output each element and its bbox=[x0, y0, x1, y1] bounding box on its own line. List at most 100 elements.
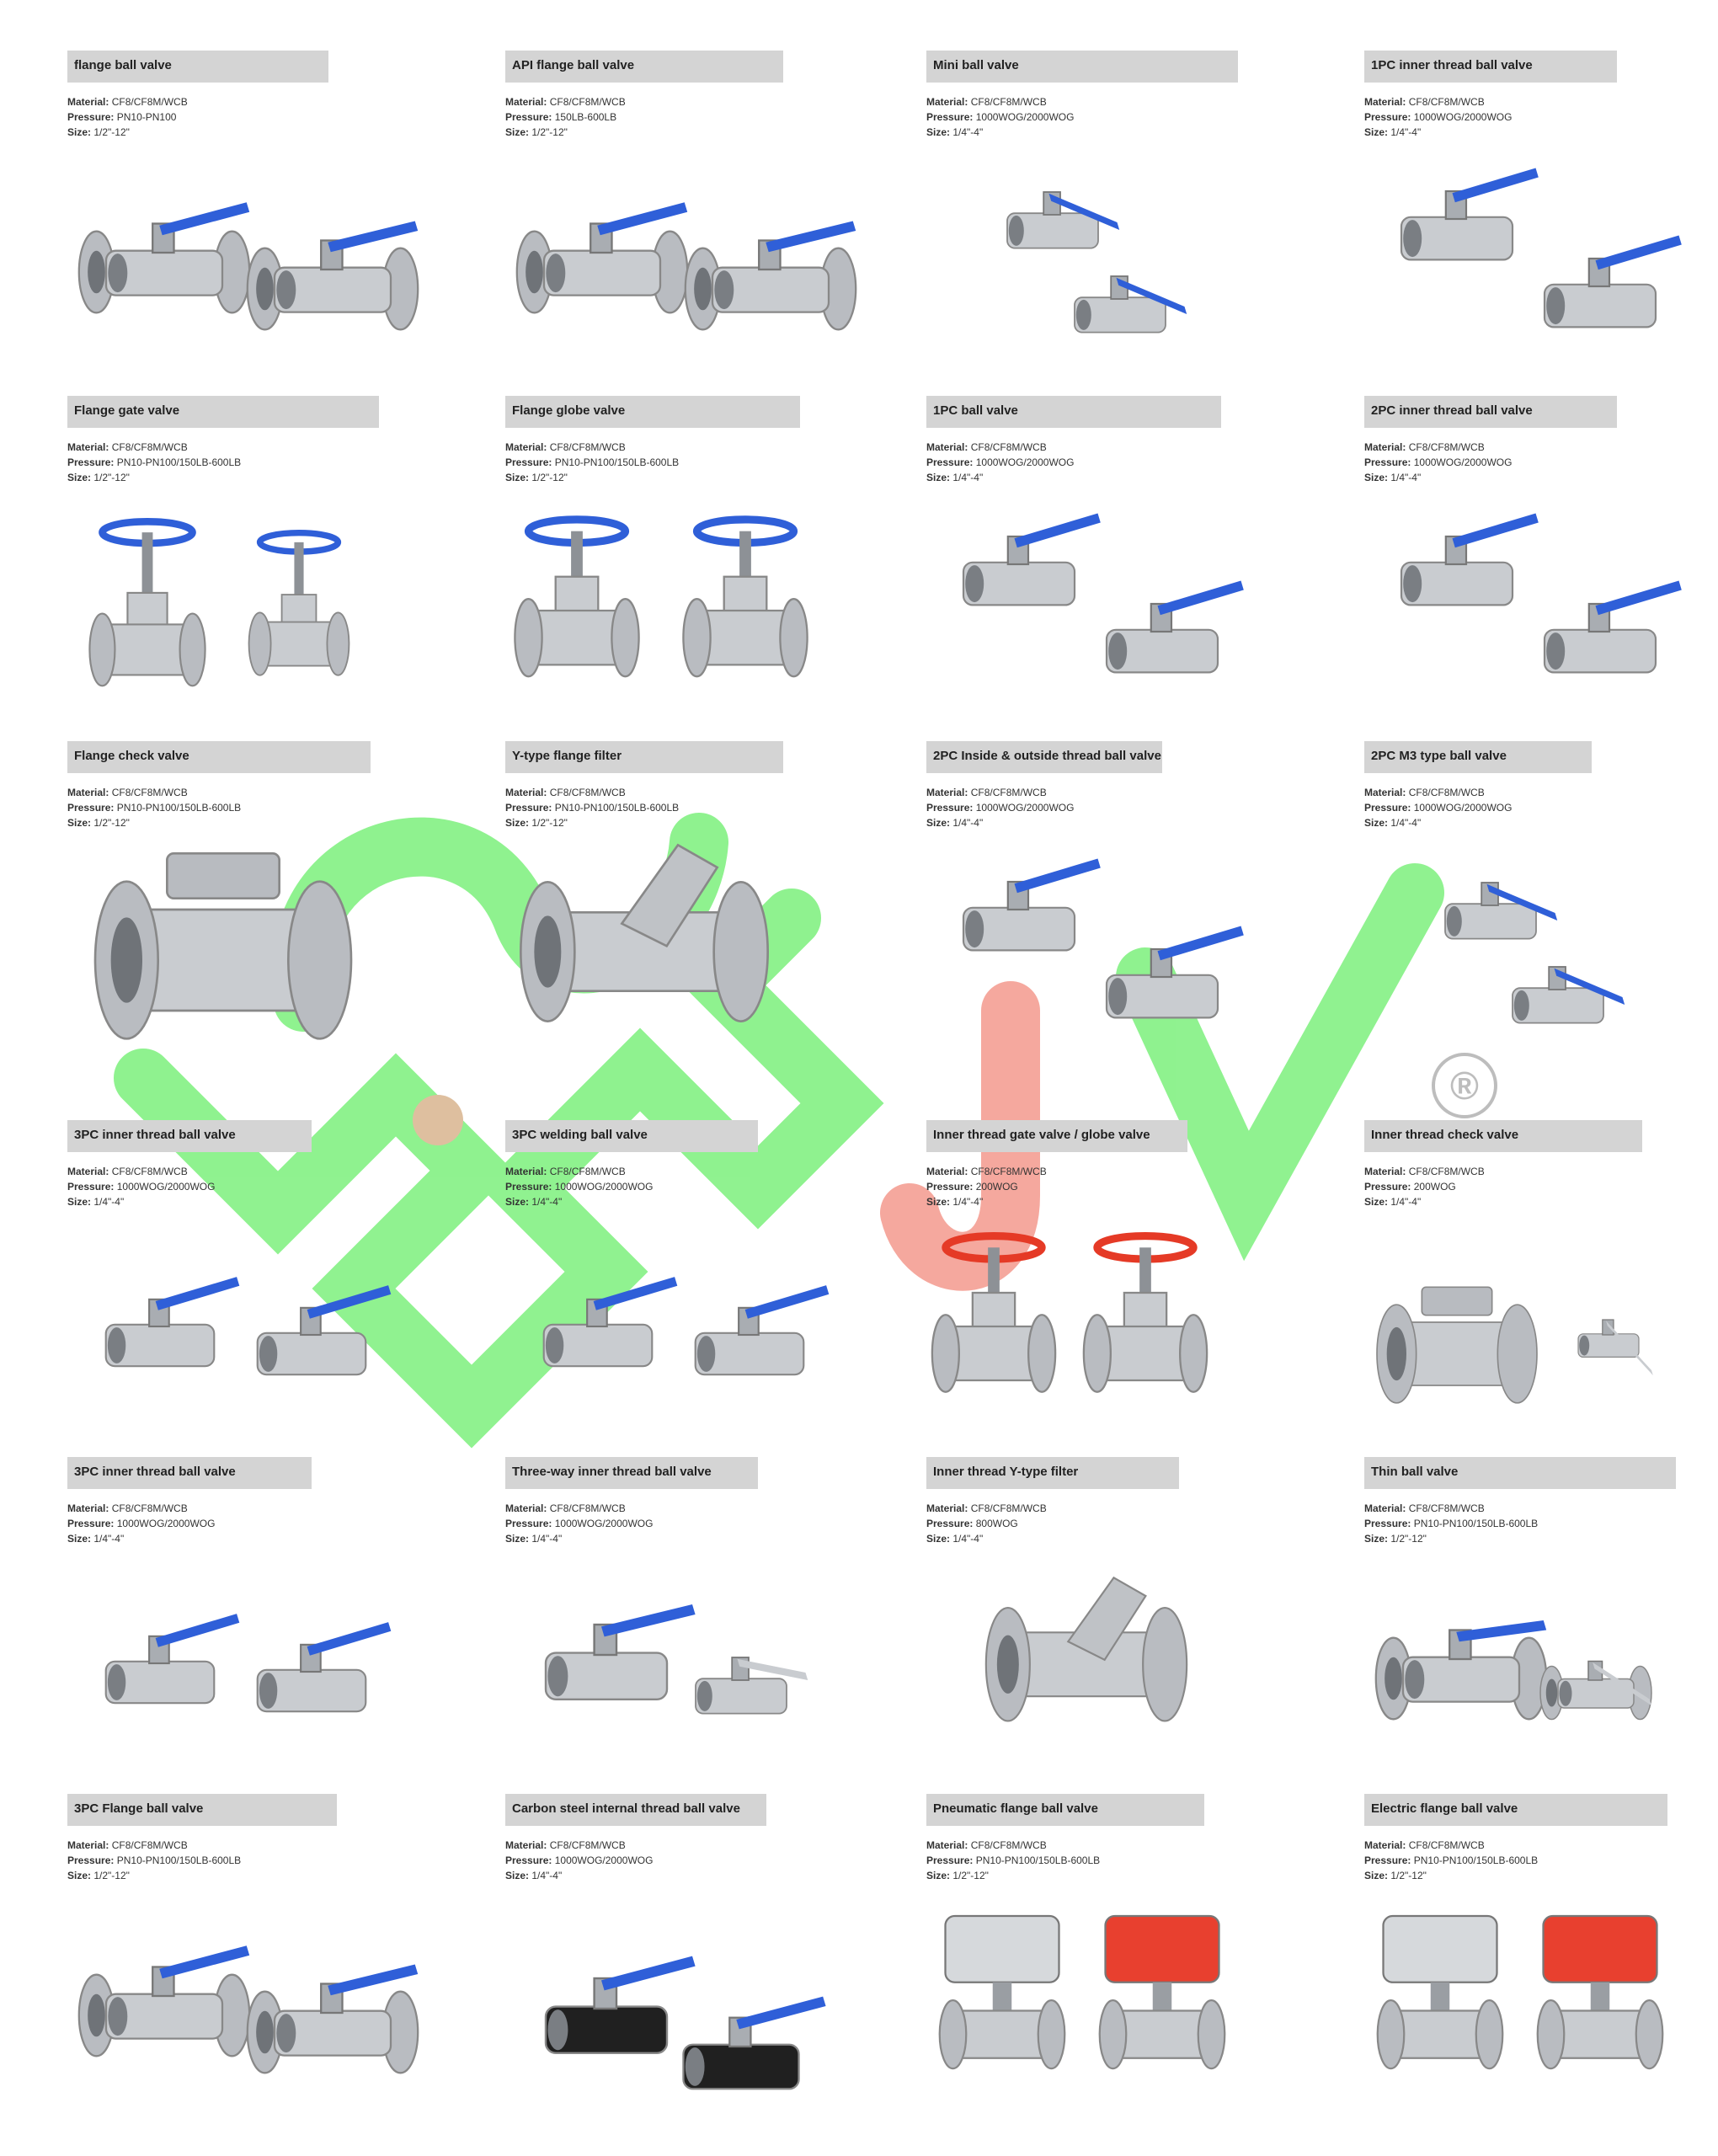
product-title-bar: 2PC inner thread ball valve bbox=[1364, 396, 1617, 428]
product-photo bbox=[505, 488, 910, 733]
product-title-bar: Inner thread Y-type filter bbox=[926, 1457, 1179, 1489]
product-photo bbox=[1364, 1550, 1718, 1794]
spec-pressure-label: Pressure: bbox=[67, 1181, 115, 1193]
spec-material-value: CF8/CF8M/WCB bbox=[549, 787, 626, 798]
globe-valve-icon bbox=[505, 514, 648, 707]
product-title-bar: Flange check valve bbox=[67, 741, 371, 773]
product-title: 3PC welding ball valve bbox=[512, 1128, 648, 1142]
product-title-bar: Inner thread gate valve / globe valve bbox=[926, 1120, 1187, 1152]
spec-material-value: CF8/CF8M/WCB bbox=[970, 1166, 1047, 1177]
carbon-steel-ball-valve-icon bbox=[505, 1937, 707, 2080]
spec-material-label: Material: bbox=[67, 1839, 109, 1851]
pneumatic-actuator-valve-icon bbox=[926, 1886, 1078, 2097]
spec-pressure: Pressure: 1000WOG/2000WOG bbox=[505, 1853, 653, 1868]
spec-material-value: CF8/CF8M/WCB bbox=[970, 1839, 1047, 1851]
spec-size-label: Size: bbox=[505, 1870, 530, 1881]
spec-material-value: CF8/CF8M/WCB bbox=[970, 1502, 1047, 1514]
spec-pressure: Pressure: PN10-PN100/150LB-600LB bbox=[67, 800, 241, 815]
mini-ball-valve-icon bbox=[1482, 935, 1634, 1044]
spec-material: Material: CF8/CF8M/WCB bbox=[1364, 1164, 1485, 1179]
spec-material-value: CF8/CF8M/WCB bbox=[549, 1839, 626, 1851]
product-title-bar: Flange gate valve bbox=[67, 396, 379, 428]
spec-material-label: Material: bbox=[1364, 787, 1406, 798]
spec-size-label: Size: bbox=[67, 472, 92, 483]
spec-size: Size: 1/4"-4" bbox=[926, 125, 1074, 140]
spec-material-label: Material: bbox=[926, 1502, 968, 1514]
spec-pressure-label: Pressure: bbox=[1364, 1181, 1411, 1193]
spec-pressure-label: Pressure: bbox=[67, 1518, 115, 1529]
spec-material-value: CF8/CF8M/WCB bbox=[549, 96, 626, 108]
spec-material-value: CF8/CF8M/WCB bbox=[1408, 1166, 1485, 1177]
spec-material-value: CF8/CF8M/WCB bbox=[1408, 96, 1485, 108]
spec-material-label: Material: bbox=[67, 441, 109, 453]
product-title: Inner thread gate valve / globe valve bbox=[933, 1128, 1150, 1142]
spec-material: Material: CF8/CF8M/WCB bbox=[67, 1501, 215, 1516]
spec-material: Material: CF8/CF8M/WCB bbox=[67, 440, 241, 455]
product-title-bar: Thin ball valve bbox=[1364, 1457, 1676, 1489]
spec-pressure: Pressure: PN10-PN100/150LB-600LB bbox=[926, 1853, 1100, 1868]
spec-material-label: Material: bbox=[1364, 1839, 1406, 1851]
spec-size-value: 1/2"-12" bbox=[952, 1870, 989, 1881]
product-title: 2PC M3 type ball valve bbox=[1371, 749, 1507, 763]
spec-size-value: 1/4"-4" bbox=[531, 1870, 563, 1881]
product-title-bar: 1PC inner thread ball valve bbox=[1364, 51, 1617, 83]
spec-size-label: Size: bbox=[1364, 1533, 1389, 1545]
spec-material-label: Material: bbox=[926, 441, 968, 453]
carbon-steel-ball-valve-icon bbox=[640, 1979, 842, 2114]
spec-material: Material: CF8/CF8M/WCB bbox=[1364, 1501, 1538, 1516]
spec-material: Material: CF8/CF8M/WCB bbox=[926, 440, 1074, 455]
spec-material-value: CF8/CF8M/WCB bbox=[970, 96, 1047, 108]
spec-size: Size: 1/4"-4" bbox=[926, 1531, 1047, 1546]
spec-size: Size: 1/2"-12" bbox=[1364, 1531, 1538, 1546]
spec-size-label: Size: bbox=[926, 126, 951, 138]
product-photo bbox=[505, 1213, 910, 1457]
spec-pressure-value: 1000WOG/2000WOG bbox=[554, 1518, 654, 1529]
spec-pressure: Pressure: PN10-PN100/150LB-600LB bbox=[1364, 1853, 1538, 1868]
spec-pressure-value: 1000WOG/2000WOG bbox=[1413, 456, 1513, 468]
check-valve-icon bbox=[84, 842, 362, 1044]
spec-size-value: 1/2"-12" bbox=[93, 126, 130, 138]
thread-ball-valve-icon bbox=[926, 842, 1112, 977]
product-title-bar: Inner thread check valve bbox=[1364, 1120, 1642, 1152]
spec-material: Material: CF8/CF8M/WCB bbox=[926, 1838, 1100, 1853]
spec-material: Material: CF8/CF8M/WCB bbox=[1364, 785, 1512, 800]
spec-size-value: 1/4"-4" bbox=[1390, 472, 1422, 483]
spec-material-value: CF8/CF8M/WCB bbox=[549, 441, 626, 453]
spec-material-label: Material: bbox=[67, 1166, 109, 1177]
spec-size: Size: 1/4"-4" bbox=[1364, 815, 1512, 830]
spec-size: Size: 1/2"-12" bbox=[926, 1868, 1100, 1883]
spec-pressure-value: 200WOG bbox=[975, 1181, 1018, 1193]
product-photo bbox=[505, 143, 910, 387]
spec-pressure-label: Pressure: bbox=[67, 1854, 115, 1866]
pneumatic-actuator-valve-icon bbox=[1086, 1886, 1238, 2097]
spec-pressure-value: PN10-PN100/150LB-600LB bbox=[116, 456, 242, 468]
spec-material: Material: CF8/CF8M/WCB bbox=[505, 1838, 653, 1853]
spec-size-value: 1/2"-12" bbox=[93, 472, 130, 483]
y-filter-icon bbox=[505, 834, 783, 1036]
spec-size: Size: 1/2"-12" bbox=[505, 815, 679, 830]
spec-material: Material: CF8/CF8M/WCB bbox=[926, 1164, 1047, 1179]
spec-size-label: Size: bbox=[1364, 817, 1389, 829]
spec-pressure-label: Pressure: bbox=[67, 456, 115, 468]
spec-size: Size: 1/2"-12" bbox=[67, 125, 188, 140]
spec-size-label: Size: bbox=[1364, 1870, 1389, 1881]
spec-pressure: Pressure: 150LB-600LB bbox=[505, 109, 626, 125]
spec-pressure-label: Pressure: bbox=[505, 456, 552, 468]
product-photo bbox=[926, 1550, 1331, 1794]
spec-size-label: Size: bbox=[926, 472, 951, 483]
spec-material-value: CF8/CF8M/WCB bbox=[111, 1839, 188, 1851]
spec-pressure-value: 1000WOG/2000WOG bbox=[554, 1854, 654, 1866]
